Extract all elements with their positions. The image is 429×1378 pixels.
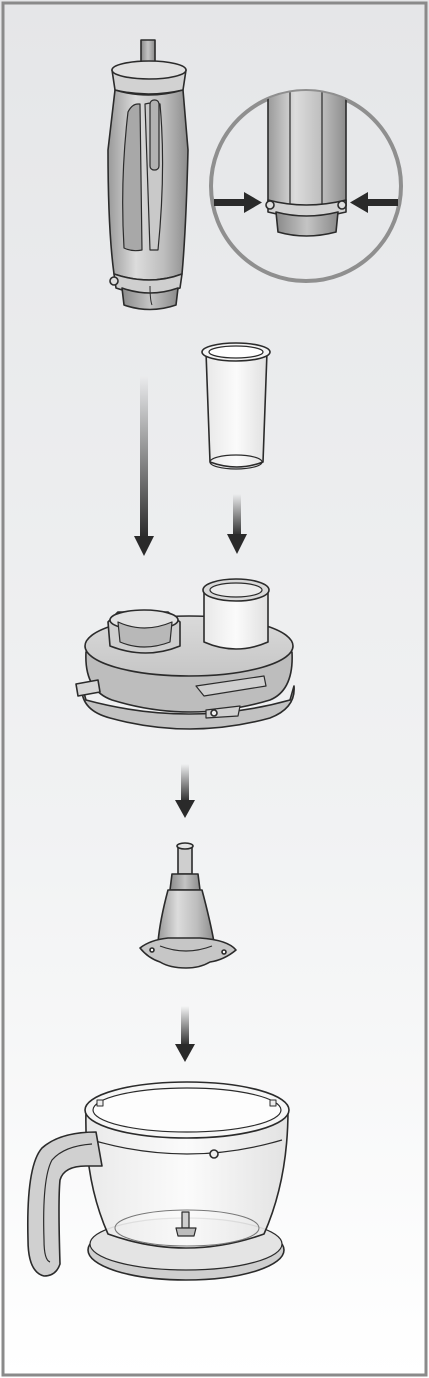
feeding-tube: [201, 342, 271, 470]
press-arrow-right-icon: [350, 192, 398, 213]
down-arrow-icon: [134, 376, 154, 556]
detail-magnifier: [209, 89, 403, 283]
down-arrow-icon: [227, 494, 247, 554]
motor-unit: [107, 39, 189, 311]
down-arrow-icon: [175, 1006, 195, 1062]
chopper-blade: [139, 842, 237, 969]
chopper-bowl: [26, 1081, 290, 1281]
press-arrow-left-icon: [214, 192, 262, 213]
down-arrow-icon: [175, 764, 195, 818]
chopper-lid: [75, 578, 295, 730]
